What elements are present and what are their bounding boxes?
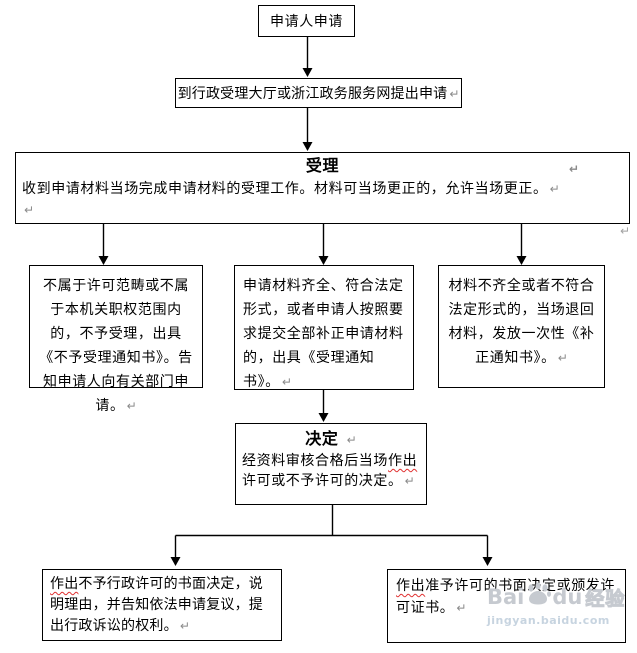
- node-reject: 不属于许可范畴或不属于本机关职权范围内的，不予受理，出具《不予受理通知书》。告知…: [29, 265, 203, 414]
- node-decision-body: 经资料审核合格后当场作出许可或不予许可的决定。↵: [242, 451, 420, 491]
- return-mark: ↵: [620, 224, 631, 238]
- body-text: 不予行政许可的书面决定，说明理由，并告知依法申请复议，提出行政诉讼的权利。: [50, 576, 264, 634]
- node-accept-body: 收到申请材料当场完成申请材料的受理工作。材料可当场更正的，允许当场更正。↵: [22, 177, 623, 201]
- node-grant: 作出准予许可的书面决定或颁发许可证书。↵: [387, 569, 626, 643]
- body-text: 到行政受理大厅或浙江政务服务网提出申请: [177, 86, 448, 102]
- node-accepted: 申请材料齐全、符合法定形式，或者申请人按照要求提交全部补正申请材料的，出具《受理…: [234, 265, 414, 390]
- node-submit-label: 到行政受理大厅或浙江政务服务网提出申请↵: [178, 83, 460, 103]
- return-mark: ↵: [346, 433, 357, 447]
- return-mark: ↵: [179, 619, 190, 633]
- body-text: 经资料审核合格后当场: [242, 453, 388, 469]
- body-text: 材料不齐全或者不符合法定形式的，当场退回材料，发放一次性《补正通知书》。: [448, 278, 595, 366]
- return-mark: ↵: [569, 162, 580, 176]
- arrowhead-icons: [98, 68, 527, 566]
- node-accept: 受理 ↵ 收到申请材料当场完成申请材料的受理工作。材料可当场更正的，允许当场更正…: [15, 152, 630, 224]
- node-applicant: 申请人申请: [258, 5, 355, 37]
- node-deny: 作出不予行政许可的书面决定，说明理由，并告知依法申请复议，提出行政诉讼的权利。↵: [42, 569, 282, 641]
- return-mark: ↵: [404, 474, 415, 488]
- return-mark: ↵: [24, 203, 35, 217]
- body-text: 不属于许可范畴或不属于本机关职权范围内的，不予受理，出具《不予受理通知书》。告知…: [39, 278, 193, 414]
- misspelled-text: 作出: [388, 453, 418, 469]
- return-mark: ↵: [449, 87, 460, 101]
- body-text: 准予许可的书面决定或颁发许可证书。: [396, 578, 616, 616]
- connector-lines: [102, 37, 523, 558]
- node-accept-empty-line: ↵: [22, 201, 623, 219]
- return-mark: ↵: [456, 601, 467, 615]
- node-decision: 决定 ↵ 经资料审核合格后当场作出许可或不予许可的决定。↵: [235, 423, 427, 505]
- body-text: 申请材料齐全、符合法定形式，或者申请人按照要求提交全部补正申请材料的，出具《受理…: [243, 278, 404, 390]
- node-accept-title: 受理 ↵: [22, 155, 623, 177]
- body-text: 许可或不予许可的决定。: [242, 473, 403, 489]
- node-decision-title: 决定 ↵: [242, 428, 420, 451]
- return-mark: ↵: [126, 399, 137, 413]
- misspelled-text: 作出: [50, 576, 79, 592]
- node-accept-title-text: 受理: [305, 156, 340, 175]
- return-mark: ↵: [549, 182, 560, 196]
- body-text: 收到申请材料当场完成申请材料的受理工作。材料可当场更正的，允许当场更正。: [22, 181, 548, 197]
- node-submit: 到行政受理大厅或浙江政务服务网提出申请↵: [175, 78, 462, 108]
- node-decision-title-text: 决定: [305, 429, 339, 448]
- return-mark: ↵: [557, 351, 568, 365]
- node-applicant-label: 申请人申请: [270, 14, 343, 30]
- misspelled-text: 作出: [396, 578, 426, 594]
- return-mark: ↵: [281, 375, 292, 389]
- node-incomplete: 材料不齐全或者不符合法定形式的，当场退回材料，发放一次性《补正通知书》。↵: [438, 265, 605, 388]
